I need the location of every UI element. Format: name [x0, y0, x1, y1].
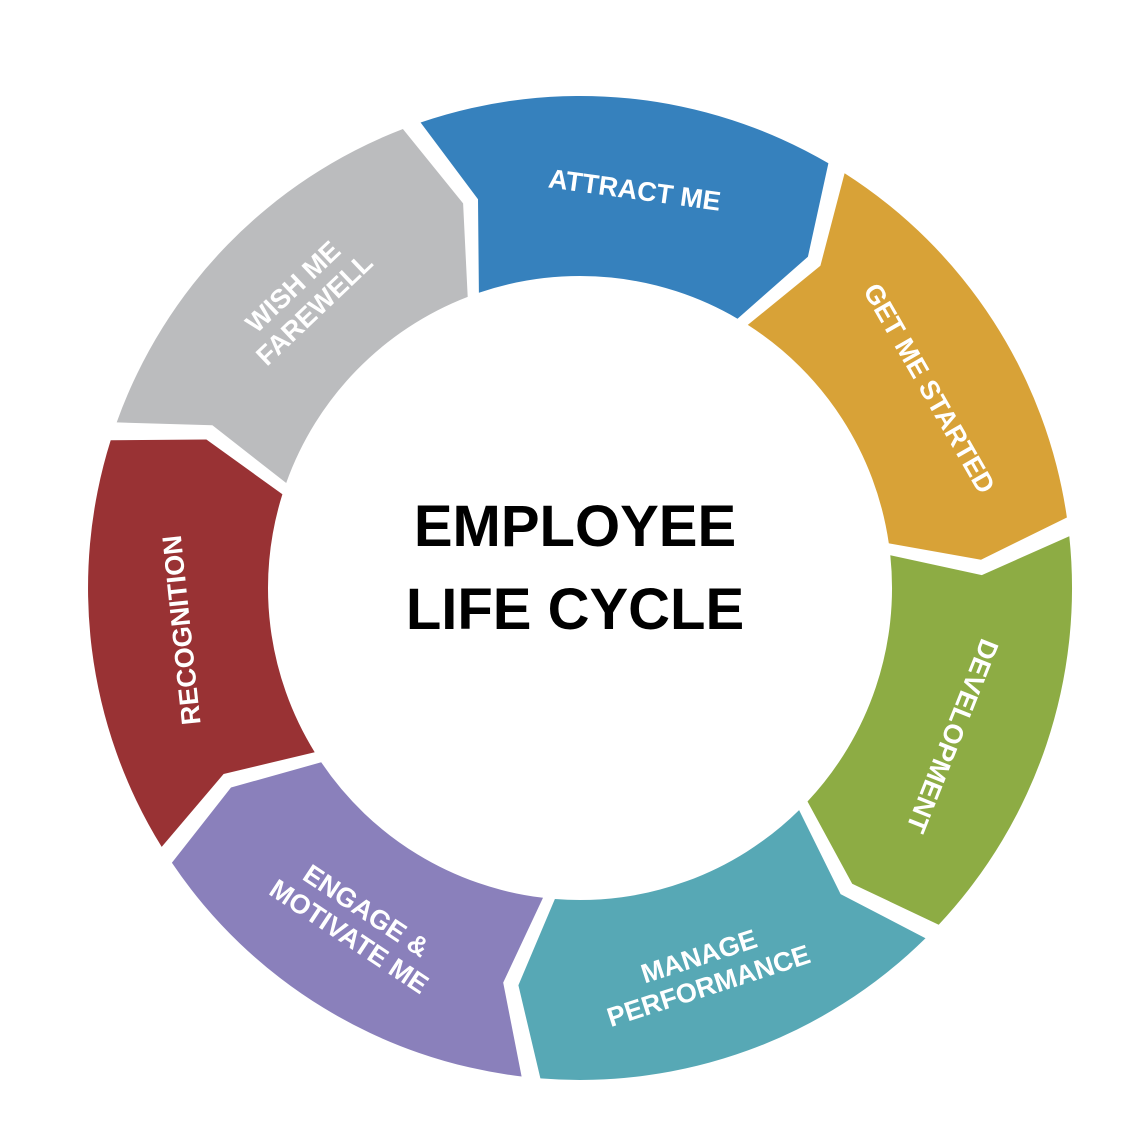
- center-title: EMPLOYEE LIFE CYCLE: [406, 494, 744, 642]
- center-title-line-2: LIFE CYCLE: [406, 577, 744, 642]
- cycle-segments: [88, 95, 1073, 1080]
- segment-recognition: [88, 439, 315, 847]
- segment-development: [807, 536, 1073, 925]
- segment-manage-performance: [518, 810, 926, 1080]
- segment-get-started: [747, 173, 1067, 560]
- segment-wish-farewell: [116, 129, 468, 483]
- center-title-line-1: EMPLOYEE: [414, 494, 736, 559]
- segment-attract: [420, 95, 829, 319]
- segment-engage-motivate: [171, 762, 543, 1077]
